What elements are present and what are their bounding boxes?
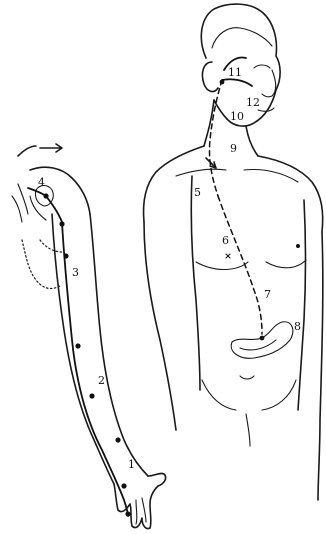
face-branch bbox=[222, 79, 252, 86]
label-1: 1 bbox=[128, 458, 135, 471]
left-clavicle bbox=[176, 169, 226, 176]
label-7: 7 bbox=[264, 288, 271, 301]
left-pectoral bbox=[196, 262, 248, 270]
stomach-curve bbox=[240, 340, 276, 350]
label-11: 11 bbox=[228, 66, 242, 79]
left-shoulder bbox=[144, 146, 205, 222]
hairline bbox=[212, 28, 272, 48]
arm-inner-edge bbox=[52, 214, 114, 484]
stomach-point bbox=[260, 336, 265, 341]
deltoid bbox=[40, 240, 62, 252]
navel bbox=[240, 376, 254, 379]
arrow-chest bbox=[206, 158, 216, 168]
right-arm-outline bbox=[318, 232, 323, 500]
label-6: 6 bbox=[222, 234, 229, 247]
left-torso-side bbox=[191, 176, 200, 390]
right-nipple bbox=[296, 244, 300, 248]
neck-right bbox=[246, 126, 258, 156]
mouth bbox=[258, 108, 274, 111]
label-5: 5 bbox=[194, 186, 201, 199]
partial-head bbox=[18, 146, 36, 156]
label-3: 3 bbox=[72, 266, 79, 279]
neck-left bbox=[204, 100, 214, 146]
abdomen-right bbox=[262, 380, 296, 410]
arm-figure bbox=[12, 144, 166, 529]
arm-point-mid bbox=[75, 343, 80, 348]
shoulder-branch bbox=[46, 196, 62, 222]
label-4: 4 bbox=[38, 176, 45, 189]
arm-point-forearm bbox=[115, 437, 120, 442]
scapula-sketch bbox=[12, 184, 46, 222]
left-nipple bbox=[226, 254, 230, 258]
ear bbox=[202, 62, 218, 91]
torso-channel-lower bbox=[218, 196, 262, 334]
label-9: 9 bbox=[230, 142, 237, 155]
lower-abdomen bbox=[246, 414, 250, 446]
label-8: 8 bbox=[294, 320, 301, 333]
label-12: 12 bbox=[246, 96, 260, 109]
eye bbox=[254, 65, 270, 68]
right-torso-side bbox=[298, 200, 306, 410]
arm-point-elbow bbox=[89, 393, 94, 398]
left-arm-outline bbox=[144, 222, 176, 430]
arm-point-wrist bbox=[121, 483, 126, 488]
arm-point-upper bbox=[63, 253, 68, 258]
right-shoulder bbox=[258, 156, 323, 232]
abdomen-left bbox=[202, 380, 236, 410]
arm-point-finger bbox=[125, 511, 130, 516]
face-point bbox=[220, 80, 225, 85]
label-2: 2 bbox=[98, 374, 105, 387]
shoulder-top bbox=[30, 167, 90, 214]
arrow-top bbox=[40, 144, 62, 152]
nose bbox=[262, 70, 276, 97]
label-10: 10 bbox=[230, 110, 244, 123]
hand-outline bbox=[114, 473, 166, 528]
arm-outer-edge bbox=[90, 214, 148, 476]
torso-channel-upper bbox=[209, 80, 222, 196]
right-pectoral bbox=[266, 260, 306, 268]
right-clavicle bbox=[244, 170, 298, 183]
